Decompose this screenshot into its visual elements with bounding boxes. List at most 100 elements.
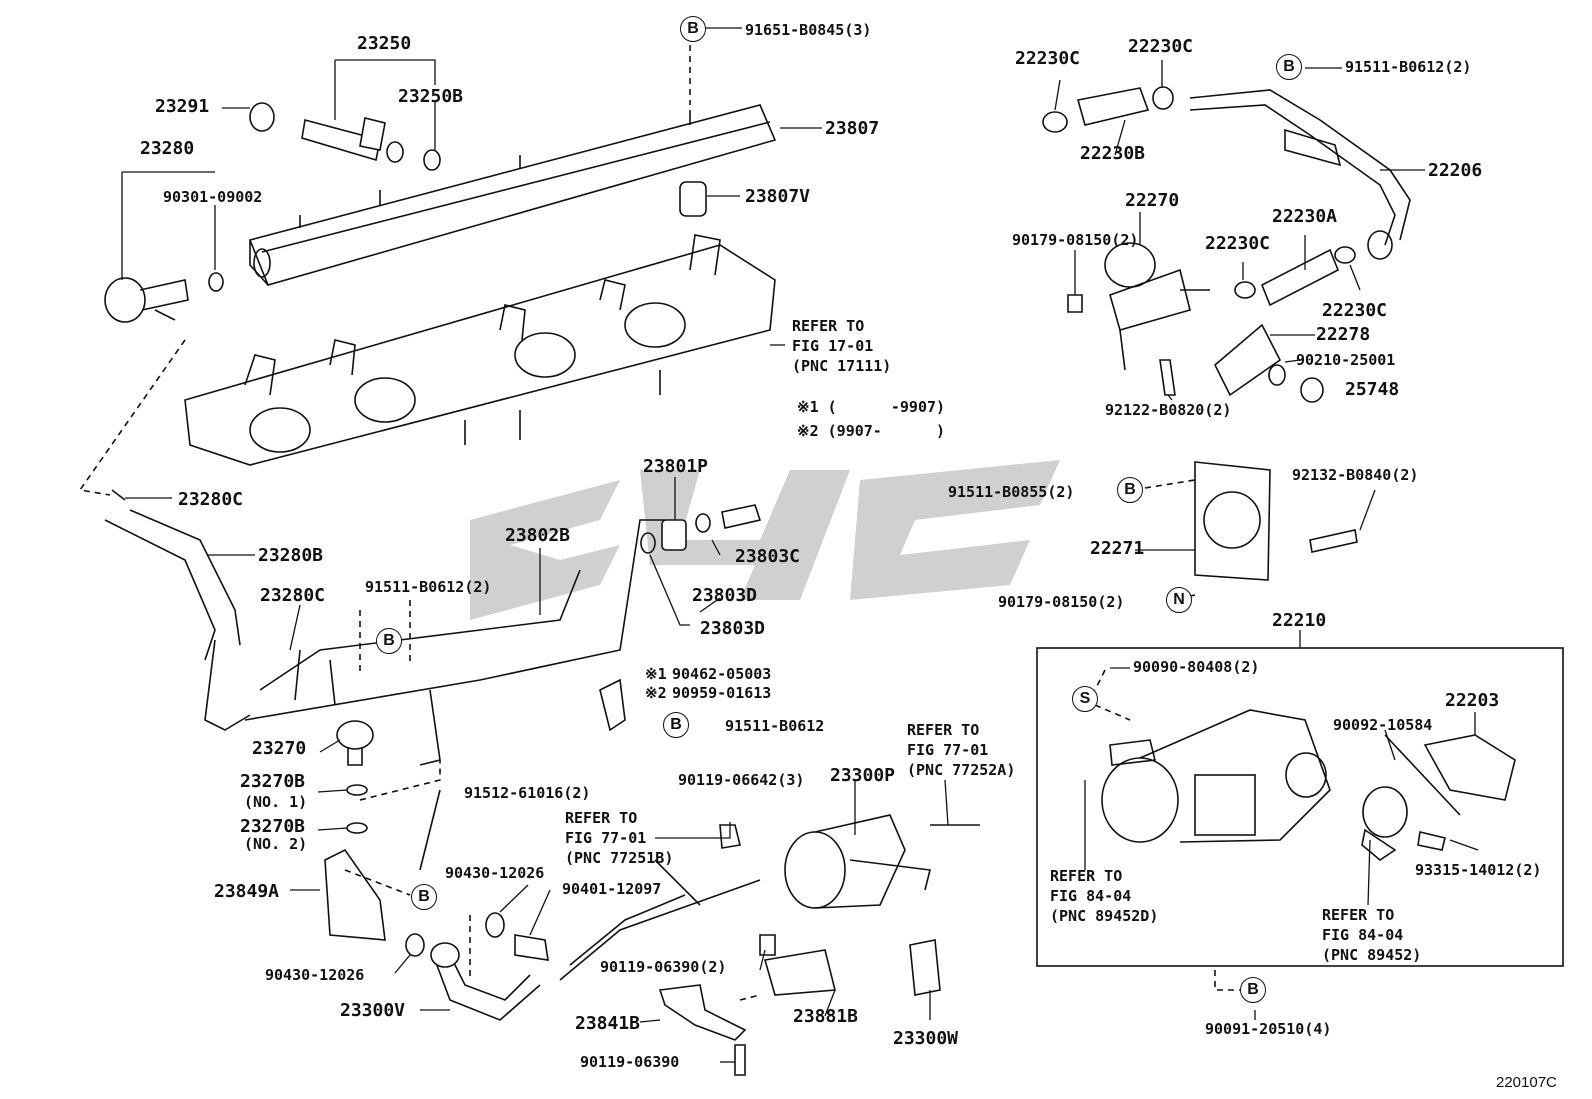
label-23291: 23291 — [155, 96, 210, 117]
clamp-22230C-d — [1334, 246, 1356, 264]
fuel-delivery-pipe-23807 — [248, 104, 777, 286]
label-90210-25001: 90210-25001 — [1296, 351, 1396, 369]
label-23280C-top: 23280C — [178, 489, 244, 510]
label-25748: 25748 — [1345, 379, 1400, 400]
o-ring-23250B — [423, 149, 441, 171]
label-90401-12097: 90401-12097 — [562, 880, 662, 898]
intake-manifold — [184, 234, 776, 466]
stud-92132 — [1309, 529, 1358, 553]
label-22230C-a: 22230C — [1015, 48, 1081, 69]
plug-25748 — [1300, 377, 1324, 403]
label-90119-06390: 90119-06390 — [580, 1053, 680, 1071]
figure-code: 220107C — [1496, 1074, 1557, 1091]
label-90430-12026-top: 90430-12026 — [445, 864, 545, 882]
reference-manifold: REFER TO FIG 17-01 (PNC 17111) — [792, 317, 892, 375]
bolt-23803C — [721, 504, 762, 529]
marker-b-top: B — [680, 16, 706, 42]
label-23802B: 23802B — [505, 525, 571, 546]
marker-b-91512: B — [411, 884, 437, 910]
throttle-sensor-bracket-22203 — [1423, 734, 1516, 801]
label-91511-B0612-2r: 91511-B0612(2) — [1345, 58, 1472, 76]
water-bypass-pipe-22206 — [1189, 89, 1411, 260]
reference-89452D: REFER TO FIG 84-04 (PNC 89452D) — [1050, 867, 1159, 925]
gasket-90210 — [1268, 364, 1286, 386]
vacuum-hose-23280B — [104, 489, 251, 731]
label-90462-05003: 90462-05003 — [672, 665, 772, 683]
bracket-23881B — [763, 949, 837, 996]
label-22203: 22203 — [1445, 690, 1500, 711]
pressure-regulator-23280 — [104, 277, 189, 323]
stud-92122 — [1159, 359, 1176, 396]
label-23280: 23280 — [140, 138, 195, 159]
label-23250: 23250 — [357, 33, 412, 54]
label-22230C-d: 22230C — [1322, 300, 1388, 321]
label-23280B: 23280B — [258, 545, 324, 566]
marker-b-90091: B — [1240, 977, 1266, 1003]
nut-90179-a — [1067, 294, 1083, 313]
label-23270B-2: 23270B — [240, 816, 306, 837]
marker-b-91511-B0855: B — [1117, 477, 1143, 503]
mark-1: ※1 — [645, 665, 667, 683]
bracket-23300W — [909, 939, 941, 996]
label-23803D-a: 23803D — [692, 585, 758, 606]
label-90119-06390-2: 90119-06390(2) — [600, 958, 727, 976]
label-23300P: 23300P — [830, 765, 896, 786]
gasket-22271 — [1194, 461, 1271, 581]
label-22278: 22278 — [1316, 324, 1371, 345]
bolt-90401 — [514, 934, 549, 961]
label-90959-01613: 90959-01613 — [672, 684, 772, 702]
label-23300W: 23300W — [893, 1028, 959, 1049]
label-23881B: 23881B — [793, 1006, 859, 1027]
label-91511-B0612: 91511-B0612 — [725, 717, 825, 735]
fuel-injector-23250 — [301, 117, 404, 163]
pulsation-damper-23270 — [336, 720, 374, 766]
gasket-23270B-1 — [346, 784, 368, 796]
o-ring-90301 — [208, 272, 224, 292]
insulator-23291 — [249, 102, 275, 132]
clamp-90462 — [599, 678, 626, 732]
gasket-23270B-2 — [346, 822, 368, 834]
label-92132-B0840: 92132-B0840(2) — [1292, 466, 1419, 484]
label-90119-06642: 90119-06642(3) — [678, 771, 805, 789]
label-23841B: 23841B — [575, 1013, 641, 1034]
label-23801P: 23801P — [643, 456, 709, 477]
clamp-22230C-c — [1234, 281, 1256, 299]
label-22271: 22271 — [1090, 538, 1145, 559]
bracket-23849A — [324, 848, 386, 941]
mark-2: ※2 — [645, 684, 667, 702]
bolt-90119-single — [734, 1044, 746, 1076]
union-23801P — [661, 519, 687, 551]
label-90090-80408: 90090-80408(2) — [1133, 658, 1260, 676]
clamp-22230C-b — [1152, 86, 1174, 110]
label-22210: 22210 — [1272, 610, 1327, 631]
label-23270B-1: 23270B — [240, 771, 306, 792]
marker-n: N — [1166, 587, 1192, 613]
marker-b-right-top: B — [1276, 54, 1302, 80]
hose-22230B — [1076, 87, 1150, 126]
label-91511-B0855: 91511-B0855(2) — [948, 483, 1075, 501]
fuel-hose-filter — [559, 879, 761, 981]
label-23849A: 23849A — [214, 881, 280, 902]
label-92122-B0820: 92122-B0820(2) — [1105, 401, 1232, 419]
label-no1: (NO. 1) — [244, 793, 308, 811]
label-22230C-c: 22230C — [1205, 233, 1271, 254]
label-23250B: 23250B — [398, 86, 464, 107]
clamp-23841B — [658, 984, 747, 1041]
label-91512-61016: 91512-61016(2) — [464, 784, 591, 802]
label-23807V: 23807V — [745, 186, 811, 207]
reference-77252A: REFER TO FIG 77-01 (PNC 77252A) — [907, 721, 1016, 779]
label-90092-10584: 90092-10584 — [1333, 716, 1433, 734]
gasket-90430-bot — [405, 933, 425, 957]
label-22230A: 22230A — [1272, 206, 1338, 227]
gasket-90430-top — [485, 912, 505, 938]
label-91651-B0845: 91651-B0845(3) — [745, 21, 872, 39]
label-22270: 22270 — [1125, 190, 1180, 211]
label-93315-14012: 93315-14012(2) — [1415, 861, 1542, 879]
label-90430-12026-bot: 90430-12026 — [265, 966, 365, 984]
throttle-body — [1101, 709, 1331, 843]
reference-89452: REFER TO FIG 84-04 (PNC 89452) — [1322, 906, 1422, 964]
marker-s: S — [1072, 686, 1098, 712]
gasket-23803C — [695, 513, 711, 533]
marker-b-91511: B — [663, 712, 689, 738]
